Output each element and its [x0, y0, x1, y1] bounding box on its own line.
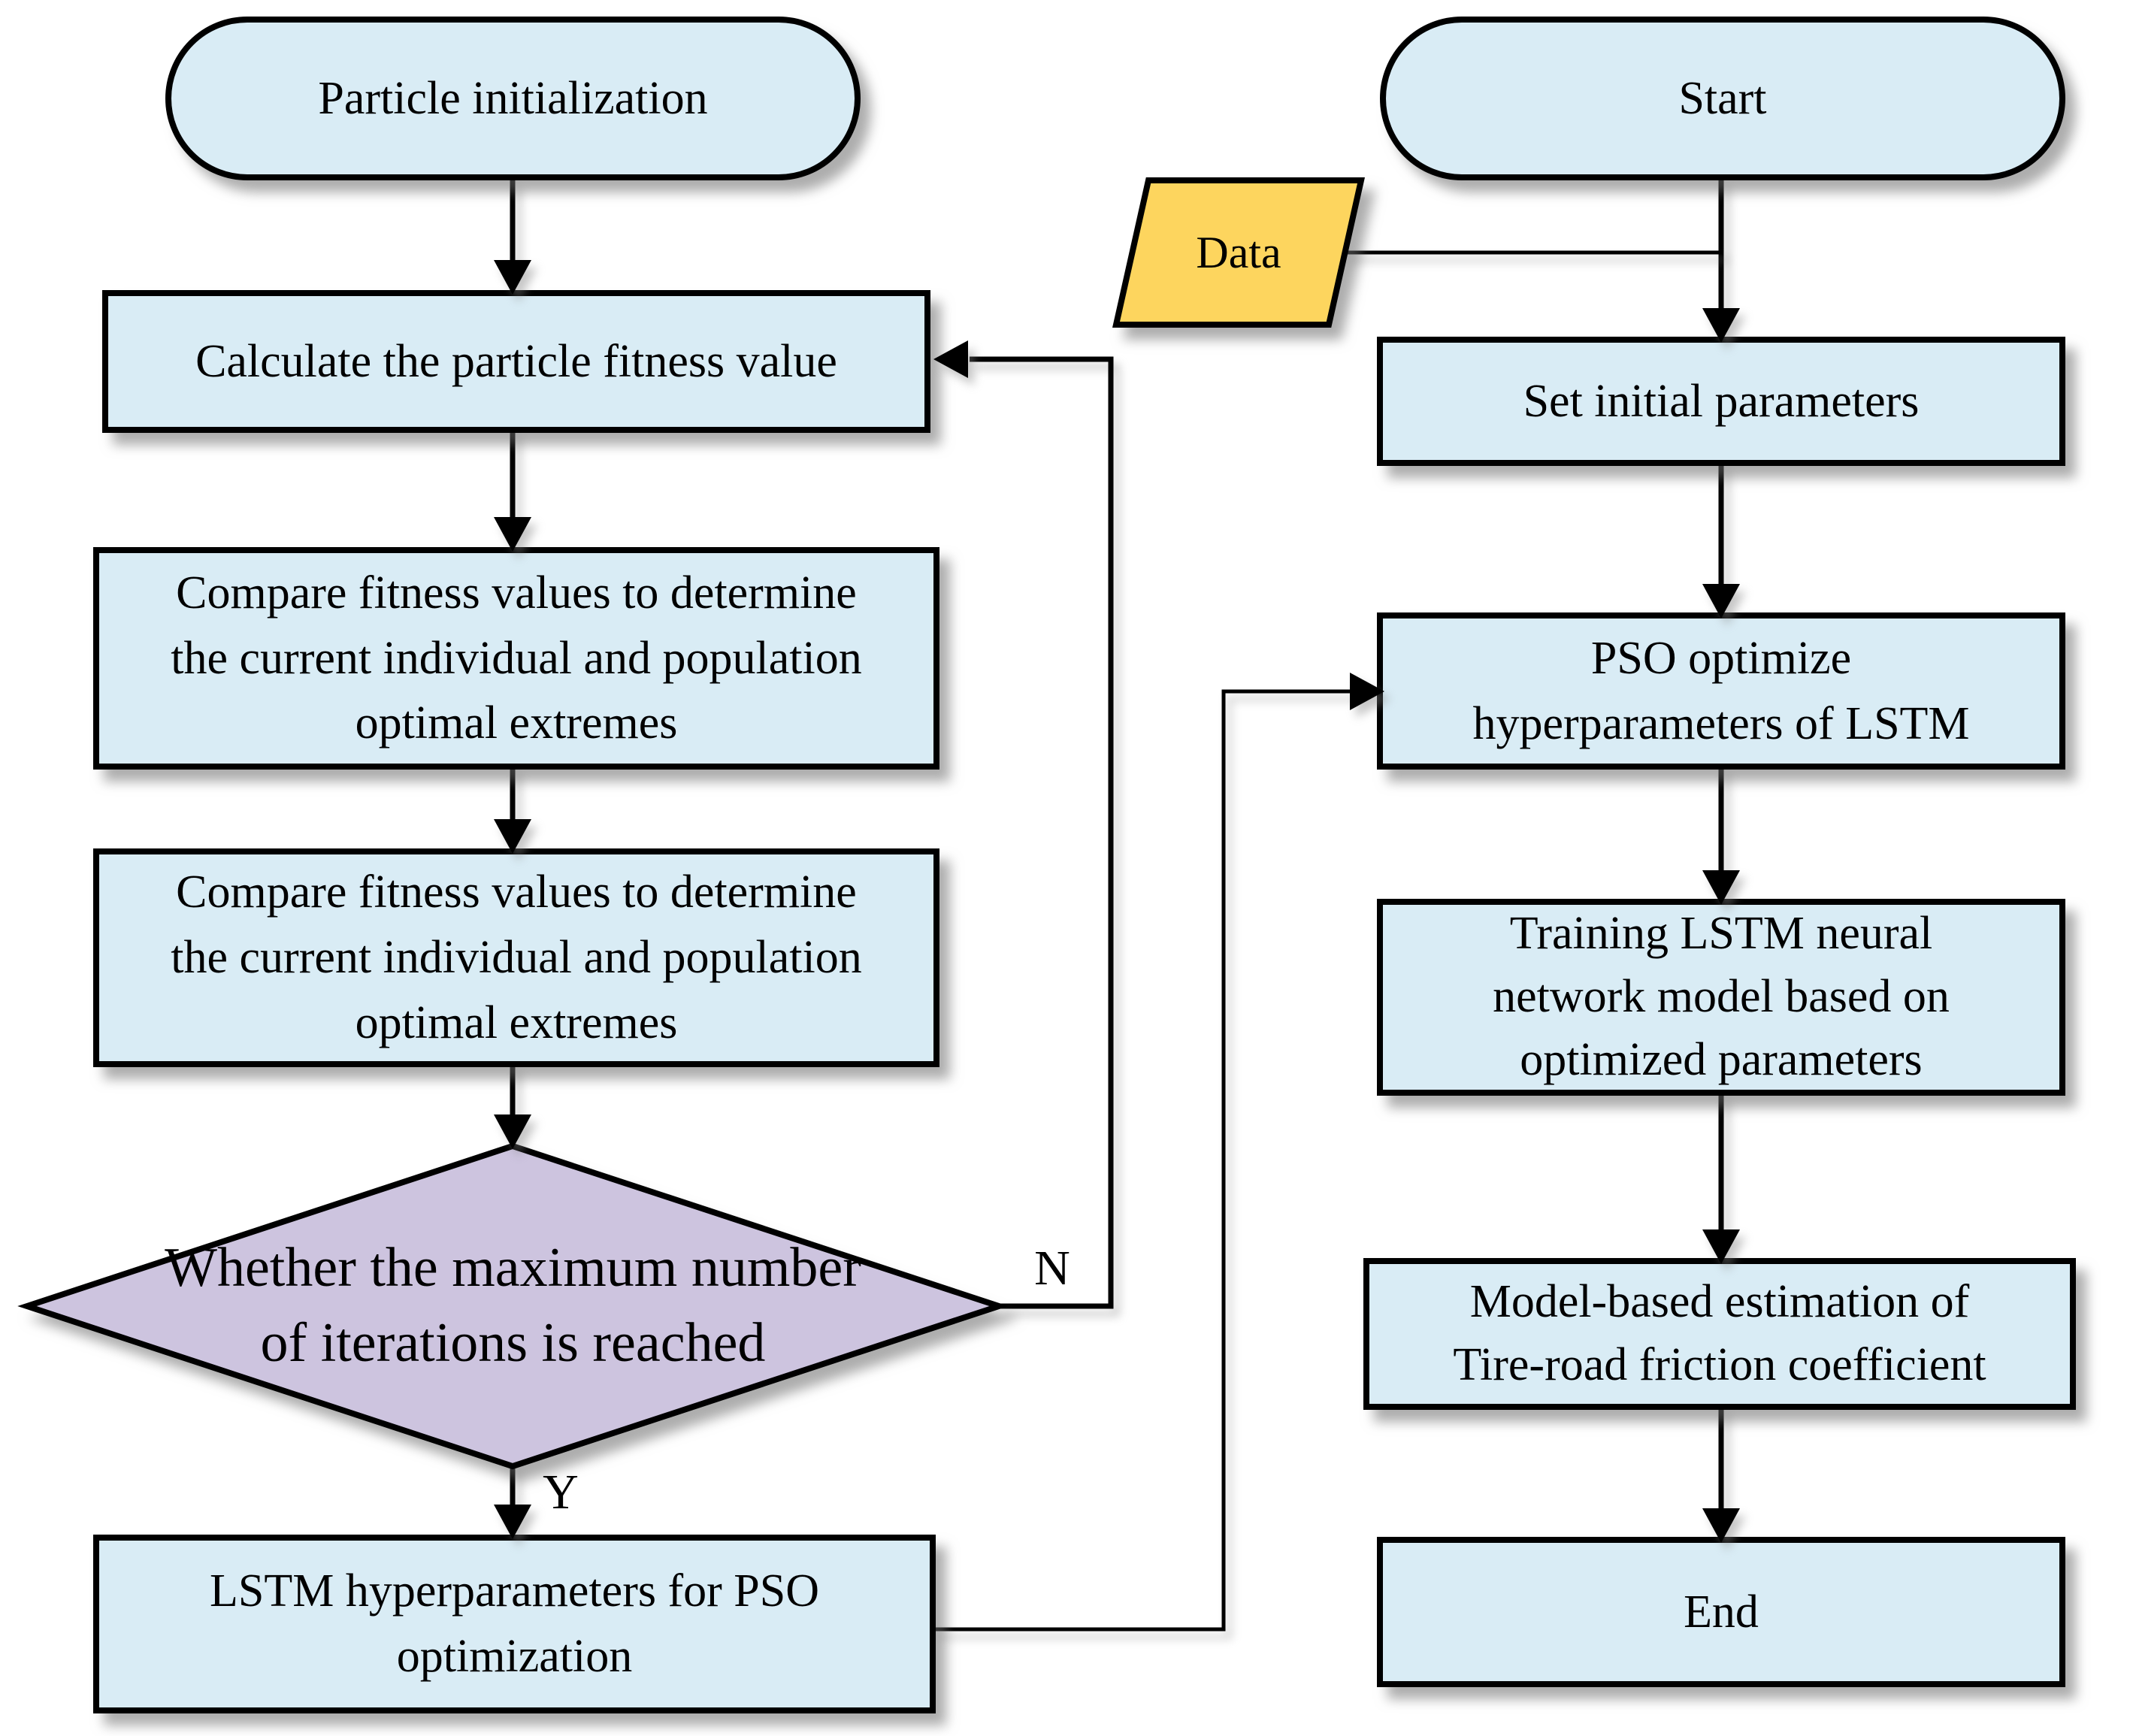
pso-optimize-label: PSO optimize hyperparameters of LSTM	[1472, 632, 1970, 749]
start-label: Start	[1678, 72, 1767, 124]
decision-yes-label: Y	[543, 1465, 579, 1520]
node-shapes	[17, 17, 2076, 1713]
data-label: Data	[1196, 228, 1281, 277]
start-shape	[1380, 17, 2065, 180]
compare-fitness-1-shape	[93, 547, 939, 770]
training-lstm-shape	[1377, 899, 2065, 1096]
decision-no-loop-head	[933, 340, 968, 378]
data-shape	[1112, 177, 1365, 328]
arrow-model-to-end-head	[1702, 1508, 1740, 1543]
compare-fitness-2-label: Compare fitness values to determine the …	[171, 866, 862, 1048]
lstm-to-pso-feed-head	[1350, 673, 1384, 710]
lstm-hyperparameters-shape	[93, 1535, 936, 1713]
compare-fitness-2-shape	[93, 848, 939, 1067]
end-shape	[1377, 1537, 2065, 1687]
lstm-to-pso-feed-line	[933, 689, 1350, 1632]
max-iterations-decision-label: Whether the maximum number of iterations…	[165, 1237, 861, 1374]
particle-initialization-shape	[165, 17, 861, 180]
connectors	[510, 179, 1724, 1632]
decision-no-label: N	[1034, 1241, 1070, 1296]
set-initial-parameters-label: Set initial parameters	[1523, 375, 1920, 427]
calculate-fitness-label: Calculate the particle fitness value	[195, 335, 837, 387]
pso-optimize-shape	[1377, 612, 2065, 770]
lstm-hyperparameters-label: LSTM hyperparameters for PSO optimizatio…	[210, 1565, 819, 1682]
end-label: End	[1684, 1586, 1759, 1638]
arrow-compare2-to-decision-head	[494, 1114, 531, 1149]
max-iterations-decision-shape	[17, 1142, 1009, 1470]
arrow-compare1-to-compare2-head	[494, 819, 531, 854]
arrow-training-to-model-head	[1702, 1229, 1740, 1264]
compare-fitness-1-label: Compare fitness values to determine the …	[171, 567, 862, 749]
model-estimation-shape	[1363, 1258, 2076, 1410]
model-estimation-label: Model-based estimation of Tire-road fric…	[1453, 1276, 1986, 1390]
arrow-calculate-to-compare1-head	[494, 517, 531, 552]
decision-no-loop-line	[970, 356, 1114, 1309]
calculate-fitness-shape	[102, 290, 930, 433]
particle-initialization-label: Particle initialization	[318, 72, 708, 124]
arrow-init-to-calculate-head	[494, 260, 531, 295]
arrow-pso-to-training-head	[1702, 870, 1740, 905]
training-lstm-label: Training LSTM neural network model based…	[1493, 908, 1950, 1085]
arrow-set-to-pso-head	[1702, 584, 1740, 618]
arrowheads	[494, 260, 1740, 1543]
arrow-start-to-set-head	[1702, 308, 1740, 343]
arrow-decision-yes-head	[494, 1505, 531, 1539]
